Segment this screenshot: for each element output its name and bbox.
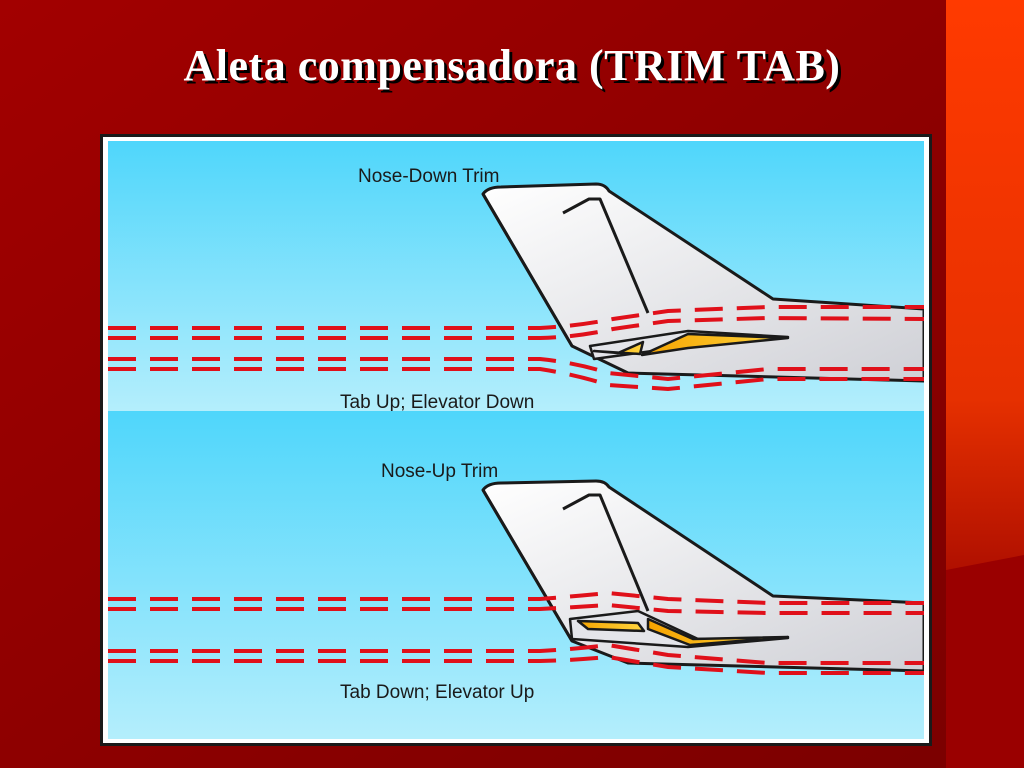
sky-background-bottom (108, 411, 924, 739)
panel-heading-nose-down: Nose-Down Trim (358, 166, 499, 187)
tail-fin-bottom (481, 479, 924, 673)
trim-tab-down (576, 619, 646, 633)
panel-nose-down-trim: Nose-Down Trim Tab Up; Elevator Down (108, 141, 924, 413)
trim-tab-up (592, 340, 645, 356)
slide-title: Aleta compensadora (TRIM TAB) (183, 41, 841, 90)
trim-tab-diagram: Nose-Down Trim Tab Up; Elevator Down Nos… (108, 141, 924, 739)
slide-accent-bar (946, 0, 1024, 570)
panel-heading-nose-up: Nose-Up Trim (381, 461, 498, 482)
panel-nose-up-trim: Nose-Up Trim Tab Down; Elevator Up (108, 411, 924, 739)
panel-caption-tab-down: Tab Down; Elevator Up (340, 682, 534, 703)
airflow-lines-bottom (108, 590, 924, 675)
airflow-lines-top (108, 305, 924, 392)
panel-caption-tab-up: Tab Up; Elevator Down (340, 392, 534, 413)
